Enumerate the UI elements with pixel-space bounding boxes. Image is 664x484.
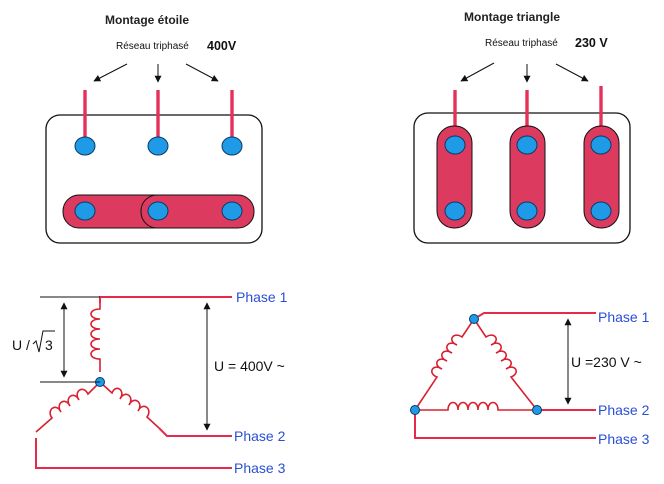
star-root-argument: 3 <box>45 337 53 353</box>
star-terminal-bottom-3 <box>221 201 243 221</box>
star-root-sign <box>32 330 55 353</box>
star-terminal-top-2 <box>147 136 169 156</box>
star-winding-1 <box>90 303 101 372</box>
star-winding-2 <box>99 381 160 429</box>
delta-arrow-right <box>555 63 589 82</box>
star-phase1-label: Phase 1 <box>236 289 288 305</box>
delta-title: Montage triangle <box>464 10 560 24</box>
delta-u-label: U =230 V ~ <box>571 354 642 370</box>
delta-terminal-bottom-2 <box>516 201 538 221</box>
star-terminal-bottom-1 <box>74 201 96 221</box>
delta-terminal-top-3 <box>590 135 612 155</box>
delta-winding-left <box>414 318 475 411</box>
delta-bridge-bar-3 <box>583 125 620 229</box>
delta-winding-right <box>473 318 538 411</box>
star-terminal-top-3 <box>221 136 243 156</box>
star-terminal-bottom-2 <box>147 201 169 221</box>
delta-terminal-bottom-1 <box>444 201 466 221</box>
delta-phase2-label: Phase 2 <box>598 402 650 418</box>
delta-phase1-label: Phase 1 <box>598 309 650 325</box>
delta-bridge-bar-2 <box>509 125 546 229</box>
star-u-label: U = 400V ~ <box>214 358 285 374</box>
delta-terminal-top-1 <box>444 135 466 155</box>
star-network-label: Réseau triphasé <box>116 41 189 52</box>
star-arrow-right <box>185 63 219 82</box>
delta-terminal-bottom-3 <box>590 201 612 221</box>
star-phase2-label: Phase 2 <box>234 428 286 444</box>
delta-phase3-label: Phase 3 <box>598 431 650 447</box>
delta-node-right <box>532 405 542 415</box>
star-bridge-bar-right <box>140 194 255 229</box>
star-winding-3 <box>35 381 101 433</box>
star-network-voltage: 400V <box>207 39 237 53</box>
delta-wire-phase3 <box>414 410 596 439</box>
star-schematic <box>35 296 232 469</box>
star-wire-phase3 <box>35 438 232 469</box>
delta-bridge-bar-1 <box>436 125 473 229</box>
delta-arrow-left <box>460 62 495 82</box>
delta-terminal-top-2 <box>516 135 538 155</box>
star-title: Montage étoile <box>105 13 189 27</box>
delta-network-voltage: 230 V <box>575 36 608 50</box>
delta-schematic <box>410 312 596 439</box>
delta-wire-phase1 <box>473 312 596 320</box>
delta-node-top <box>469 314 479 324</box>
delta-network-label: Réseau triphasé <box>485 38 558 49</box>
star-wire-phase1 <box>99 296 232 303</box>
delta-winding-bottom <box>415 401 537 411</box>
delta-node-left <box>410 405 420 415</box>
star-u-over-root3-label: U / <box>12 337 30 353</box>
star-arrow-left <box>93 63 128 82</box>
star-wire-phase2 <box>158 427 232 437</box>
star-phase3-label: Phase 3 <box>234 460 286 476</box>
star-terminal-top-1 <box>74 136 96 156</box>
